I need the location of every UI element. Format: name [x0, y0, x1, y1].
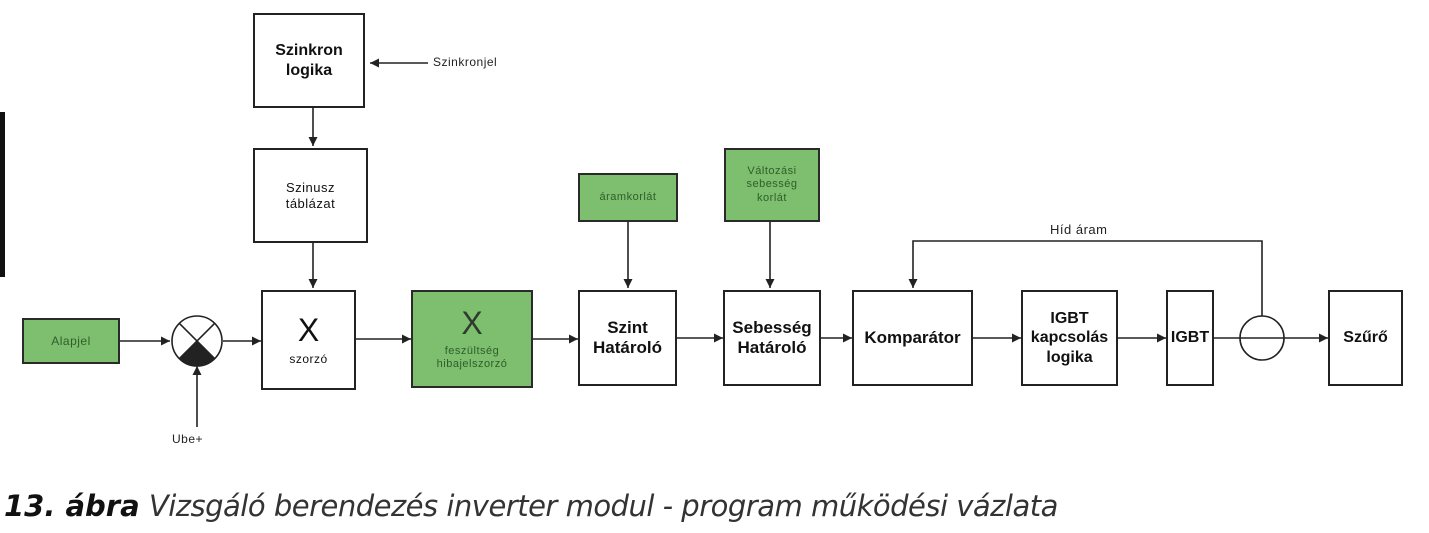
block-szinkron-logika: Szinkron logika: [253, 13, 365, 108]
block-valtozasi-sebesseg-korlat: Változási sebesség korlát: [724, 148, 820, 222]
block-szinkron-logika-label: Szinkron logika: [275, 42, 343, 79]
block-feszultseg-hibajelszorzo: X feszültség hibajelszorzó: [411, 290, 533, 388]
multiply-symbol: X: [297, 311, 320, 348]
caption-number: 13. ábra: [4, 489, 140, 523]
feedback-hid-aram: [908, 240, 1263, 316]
block-aramkorlat: áramkorlát: [578, 173, 678, 222]
block-szorzo-label: szorzó: [289, 351, 328, 366]
summing-junction-fill: [179, 341, 215, 367]
figure-caption: 13. ábra Vizsgáló berendezés inverter mo…: [4, 489, 1058, 523]
block-igbt: IGBT: [1166, 290, 1214, 386]
multiply-symbol: X: [461, 304, 483, 341]
block-szint-hatarolo: Szint Határoló: [578, 290, 677, 386]
block-sebesseg-hatarolo: Sebesség Határoló: [723, 290, 821, 386]
block-szuro: Szűrő: [1328, 290, 1403, 386]
block-alapjel-label: Alapjel: [51, 333, 91, 348]
block-szinusz-tablazat-label: Szinusz táblázat: [285, 179, 336, 211]
label-szinkronjel: Szinkronjel: [433, 55, 498, 69]
label-ube: Ube+: [172, 432, 204, 446]
block-komparator: Komparátor: [852, 290, 973, 386]
block-igbt-logika-label: IGBT kapcsolás logika: [1030, 310, 1109, 366]
block-sebesseg-hatarolo-label: Sebesség Határoló: [732, 317, 812, 357]
scan-edge-bar: [0, 112, 5, 277]
block-szuro-label: Szűrő: [1343, 329, 1388, 347]
block-aramkorlat-label: áramkorlát: [599, 190, 657, 203]
label-hid-aram: Híd áram: [1050, 222, 1108, 237]
caption-text: Vizsgáló berendezés inverter modul - pro…: [148, 489, 1058, 523]
block-igbt-kapcsolas-logika: IGBT kapcsolás logika: [1021, 290, 1118, 386]
block-szint-hatarolo-label: Szint Határoló: [593, 317, 662, 357]
block-komparator-label: Komparátor: [864, 327, 961, 347]
block-alapjel: Alapjel: [22, 318, 120, 364]
block-igbt-label: IGBT: [1170, 329, 1210, 347]
block-feszultseg-label: feszültség hibajelszorzó: [436, 344, 508, 370]
block-valtozasi-label: Változási sebesség korlát: [746, 165, 798, 204]
block-szorzo: X szorzó: [261, 290, 356, 390]
block-szinusz-tablazat: Szinusz táblázat: [253, 148, 368, 243]
